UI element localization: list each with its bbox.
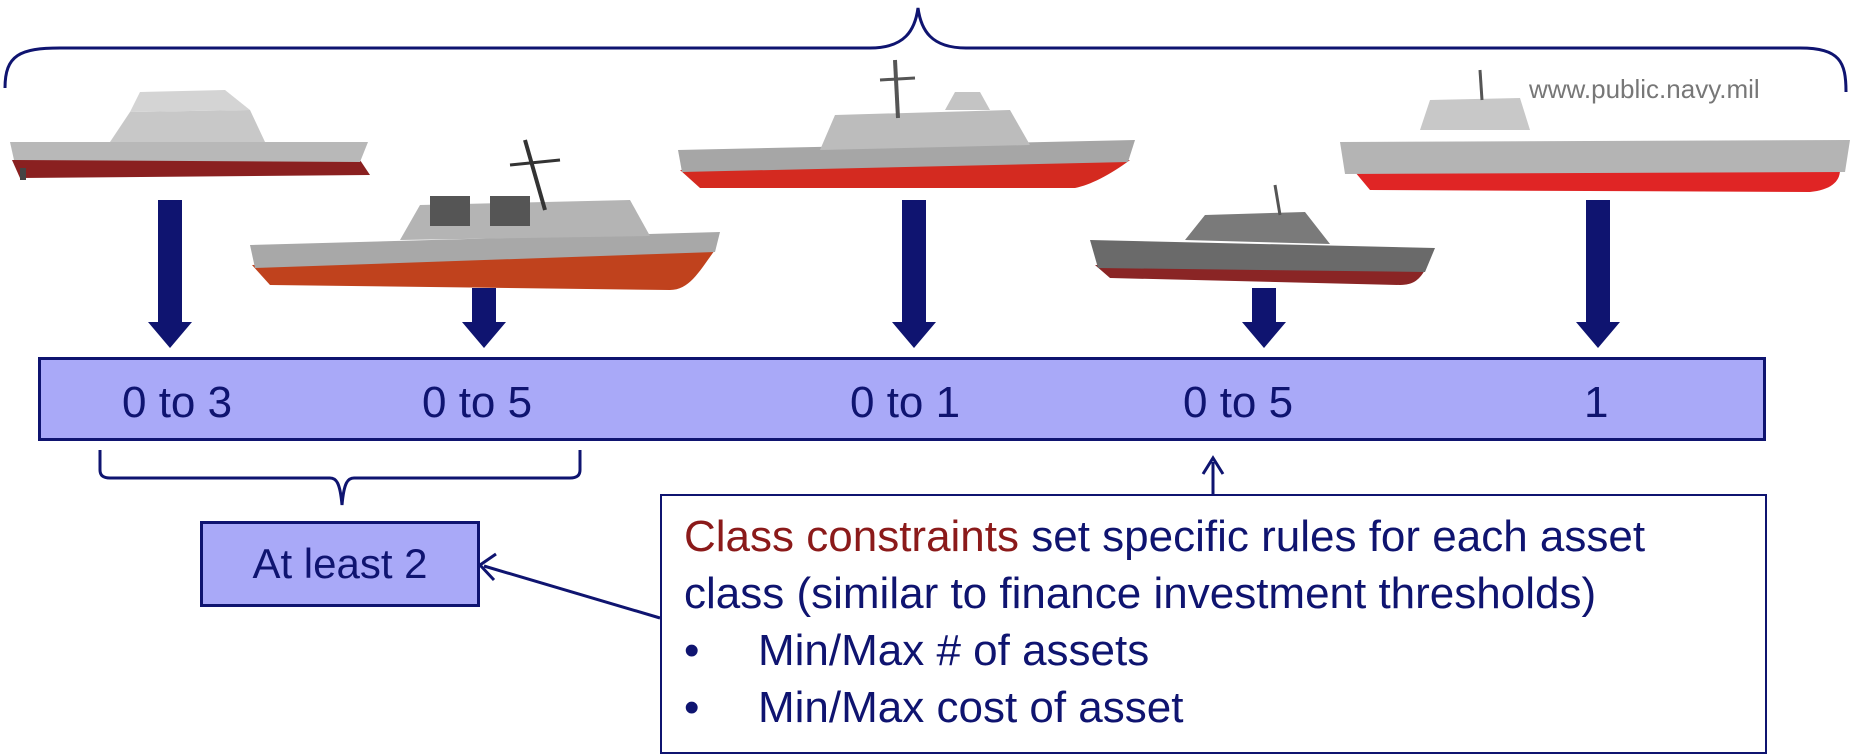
arrow-ship-5: [1576, 200, 1620, 348]
bullet-dot-icon: •: [684, 626, 700, 675]
callout-text: Class constraints set specific rules for…: [684, 508, 1741, 622]
range-label-ship-2: 0 to 5: [422, 378, 533, 427]
group-constraint-box: At least 2: [200, 521, 480, 607]
callout-box: Class constraints set specific rules for…: [660, 494, 1767, 754]
callout-bullet: • Min/Max cost of asset: [684, 679, 1741, 736]
bullet-text: Min/Max cost of asset: [758, 683, 1184, 732]
ship-arleigh-burke-icon: [250, 139, 720, 290]
callout-pointer-arrow: [1201, 455, 1225, 494]
arrow-ship-2: [462, 288, 506, 348]
callout-link-arrow: [477, 552, 661, 620]
callout-highlight: Class constraints: [684, 512, 1020, 561]
bullet-text: Min/Max # of assets: [758, 626, 1150, 675]
ship-lcs-icon: [1090, 184, 1435, 285]
arrow-ship-4: [1242, 288, 1286, 348]
group-brace: [98, 450, 582, 506]
range-label-ship-5: 1: [1584, 378, 1609, 427]
ship-ticonderoga-icon: [678, 59, 1135, 188]
image-credit: www.public.navy.mil: [1529, 74, 1760, 104]
bullet-dot-icon: •: [684, 683, 700, 732]
callout-description: set specific rules for each asset class …: [684, 512, 1646, 618]
range-label-ship-3: 0 to 1: [850, 378, 961, 427]
constraint-bar: [38, 357, 1766, 441]
arrow-ship-1: [148, 200, 192, 348]
callout-bullet: • Min/Max # of assets: [684, 622, 1741, 679]
group-constraint-label: At least 2: [252, 540, 428, 587]
ship-zumwalt-icon: [10, 90, 370, 180]
arrow-ship-3: [892, 200, 936, 348]
top-brace: [3, 7, 1848, 93]
range-label-ship-4: 0 to 5: [1183, 378, 1294, 427]
ship-carrier-icon: [1340, 69, 1850, 192]
range-label-ship-1: 0 to 3: [122, 378, 233, 427]
